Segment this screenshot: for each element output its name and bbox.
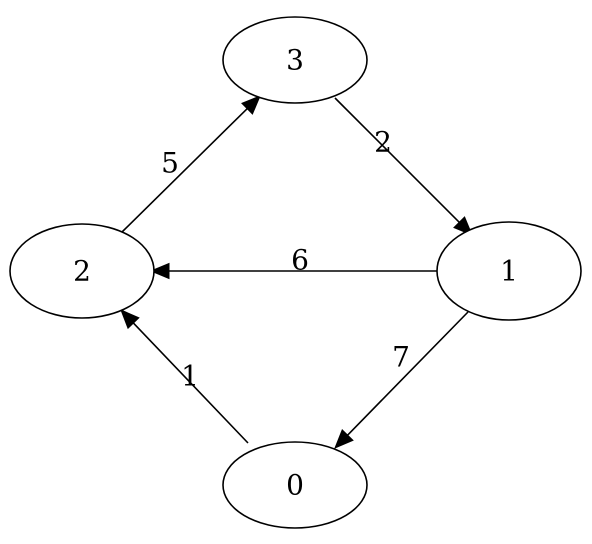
arrowhead-icon	[241, 95, 261, 115]
arrowhead-icon	[334, 429, 354, 449]
edge-2-to-3: 5	[121, 95, 261, 233]
arrowhead-icon	[120, 309, 140, 330]
edge-1-to-2: 6	[149, 244, 437, 280]
edge-line	[132, 322, 249, 444]
edge-line	[347, 311, 469, 436]
node-ellipse	[9, 223, 155, 319]
node-label: 3	[286, 44, 304, 77]
node-label: 0	[286, 469, 304, 502]
edge-weight-label: 7	[392, 341, 410, 374]
nodes: 0 1 2 3	[9, 16, 582, 529]
edge-0-to-2: 1	[120, 309, 249, 444]
edge-weight-label: 1	[181, 360, 199, 393]
node-1: 1	[436, 221, 582, 321]
edge-line	[121, 108, 248, 233]
node-3: 3	[222, 16, 368, 104]
edge-weight-label: 5	[161, 147, 179, 180]
edge-weight-label: 6	[291, 244, 309, 277]
edge-line	[334, 97, 460, 223]
node-label: 1	[500, 255, 518, 288]
arrowhead-icon	[149, 262, 170, 280]
node-ellipse	[222, 441, 368, 529]
node-2: 2	[9, 223, 155, 319]
edge-weight-label: 2	[374, 126, 392, 159]
node-0: 0	[222, 441, 368, 529]
edge-3-to-1: 2	[334, 97, 473, 236]
node-label: 2	[73, 255, 91, 288]
node-ellipse	[436, 221, 582, 321]
node-ellipse	[222, 16, 368, 104]
edges: 2 5 6 7 1	[120, 95, 473, 449]
edge-1-to-0: 7	[334, 311, 469, 449]
